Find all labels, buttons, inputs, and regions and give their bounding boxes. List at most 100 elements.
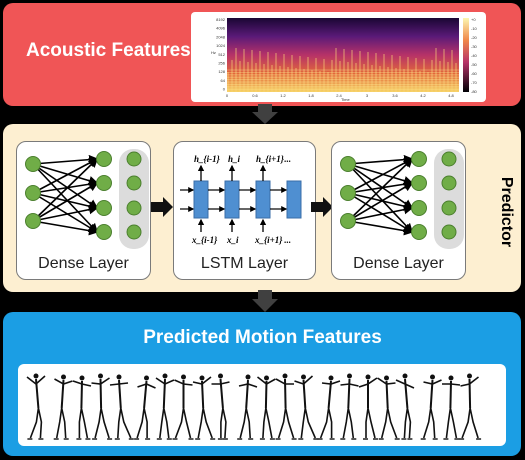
neuron-node — [96, 151, 112, 167]
spectrogram-stripe — [275, 53, 277, 92]
dense-connection — [32, 220, 99, 236]
dense-connection — [32, 157, 99, 222]
right-arrow-icon — [151, 197, 173, 217]
dance-pose-figure — [395, 373, 415, 440]
dense-connection — [347, 220, 414, 236]
spectrogram-stripe — [267, 52, 269, 92]
spectrogram-y-tick: 64 — [221, 78, 226, 83]
output-node — [126, 175, 142, 191]
spectrogram-stripe — [331, 60, 333, 92]
spectrogram-x-tick: 0 — [226, 93, 229, 98]
dense-connection — [347, 182, 414, 222]
colorbar-tick: -30 — [471, 44, 478, 49]
dance-pose-figure — [340, 373, 359, 440]
spectrogram-y-tick: 512 — [218, 52, 225, 57]
spectrogram-stripe — [375, 53, 377, 92]
dance-pose-figure — [459, 373, 482, 440]
dense-layer-2-label: Dense Layer — [353, 255, 444, 272]
spectrogram-stripe — [383, 54, 385, 92]
colorbar-tick: -70 — [471, 80, 478, 85]
lstm-cell — [224, 180, 240, 219]
dance-pose-figure — [134, 375, 156, 440]
spectrogram-stripe — [339, 61, 341, 92]
acoustic-features-title: Acoustic Features — [26, 40, 191, 61]
neuron-node — [340, 213, 356, 229]
dense-connection — [347, 179, 414, 194]
down-arrow-icon — [252, 104, 278, 124]
spectrogram-y-tick: 4096 — [216, 26, 226, 31]
lstm-output-label: ... — [284, 154, 291, 164]
spectrogram-stripe — [447, 62, 449, 92]
spectrogram-x-tick: 3.6 — [392, 93, 398, 98]
lstm-output-label: h_{i+1} — [256, 154, 285, 164]
spectrogram-x-tick: 3 — [366, 93, 369, 98]
colorbar-tick: -20 — [471, 35, 478, 40]
dense-connection — [32, 182, 99, 222]
lstm-cell — [193, 180, 209, 219]
dense-connection — [347, 192, 414, 211]
spectrogram-y-tick: 1024 — [216, 43, 226, 48]
spectrogram-stripe — [455, 63, 457, 92]
neuron-node — [96, 200, 112, 216]
dense-connection — [32, 154, 99, 165]
colorbar-tick: -60 — [471, 71, 478, 76]
dense-connection — [32, 179, 99, 194]
spectrogram-stripe — [435, 48, 437, 92]
dense-connection — [32, 158, 99, 194]
dance-pose-figure — [275, 373, 297, 440]
neuron-node — [411, 224, 427, 240]
spectrogram-stripe — [255, 63, 257, 92]
spectrogram-stripe — [303, 69, 305, 92]
lstm-layer-box: h_{i-1} h_i h_{i+1} ... x_{i-1} x_i x_{i… — [173, 141, 316, 280]
dance-figures-image — [26, 373, 482, 440]
spectrogram-stripe — [415, 58, 417, 92]
spectrogram-stripe — [315, 58, 317, 92]
dance-pose-figure — [172, 374, 194, 440]
neuron-node — [96, 224, 112, 240]
spectrogram-x-tick: 1.8 — [308, 93, 314, 98]
dance-pose-figure — [91, 373, 113, 440]
spectrogram-stripe — [263, 64, 265, 92]
output-node — [126, 151, 142, 167]
spectrogram-stripe — [451, 50, 453, 92]
colorbar-tick: -80 — [471, 89, 478, 94]
dance-pose-figure — [358, 374, 378, 440]
spectrogram-stripe — [287, 67, 289, 92]
spectrogram-stripe — [439, 61, 441, 92]
output-node — [126, 224, 142, 240]
spectrogram-stripe — [299, 56, 301, 92]
predictor-label: Predictor — [498, 177, 515, 247]
spectrogram-stripe — [295, 68, 297, 92]
spectrogram-stripe — [355, 63, 357, 92]
dance-pose-figure — [377, 375, 400, 440]
spectrogram-y-tick: 2048 — [216, 34, 226, 39]
output-node — [126, 200, 142, 216]
dance-pose-figure — [442, 375, 461, 440]
dance-pose-figure — [420, 374, 442, 440]
dense-layer-2-box: Dense Layer — [331, 141, 466, 280]
colorbar-tick: -10 — [471, 26, 478, 31]
spectrogram-y-label: Hz — [211, 50, 216, 55]
dense-connection — [347, 204, 414, 222]
output-node — [441, 200, 457, 216]
spectrogram-stripe — [319, 71, 321, 92]
spectrogram-y-tick: 256 — [218, 61, 225, 66]
dance-pose-figure — [317, 375, 341, 440]
lstm-input-label: x_i — [226, 235, 239, 245]
spectrogram-stripe — [359, 51, 361, 92]
spectrogram-x-tick: 4.8 — [448, 93, 454, 98]
spectrogram-stripe — [323, 59, 325, 92]
dance-pose-figure — [72, 375, 92, 440]
spectrogram-stripe — [411, 70, 413, 92]
dance-pose-figure — [294, 374, 319, 440]
neuron-node — [25, 156, 41, 172]
dense-connection — [32, 163, 99, 186]
neuron-node — [96, 175, 112, 191]
dense-connection — [347, 158, 414, 194]
spectrogram-stripe — [387, 67, 389, 92]
spectrogram-stripe — [247, 62, 249, 92]
spectrogram-stripe — [395, 68, 397, 92]
dance-pose-figure — [237, 374, 258, 440]
spectrogram-stripe — [259, 51, 261, 92]
spectrogram-stripe — [243, 49, 245, 92]
